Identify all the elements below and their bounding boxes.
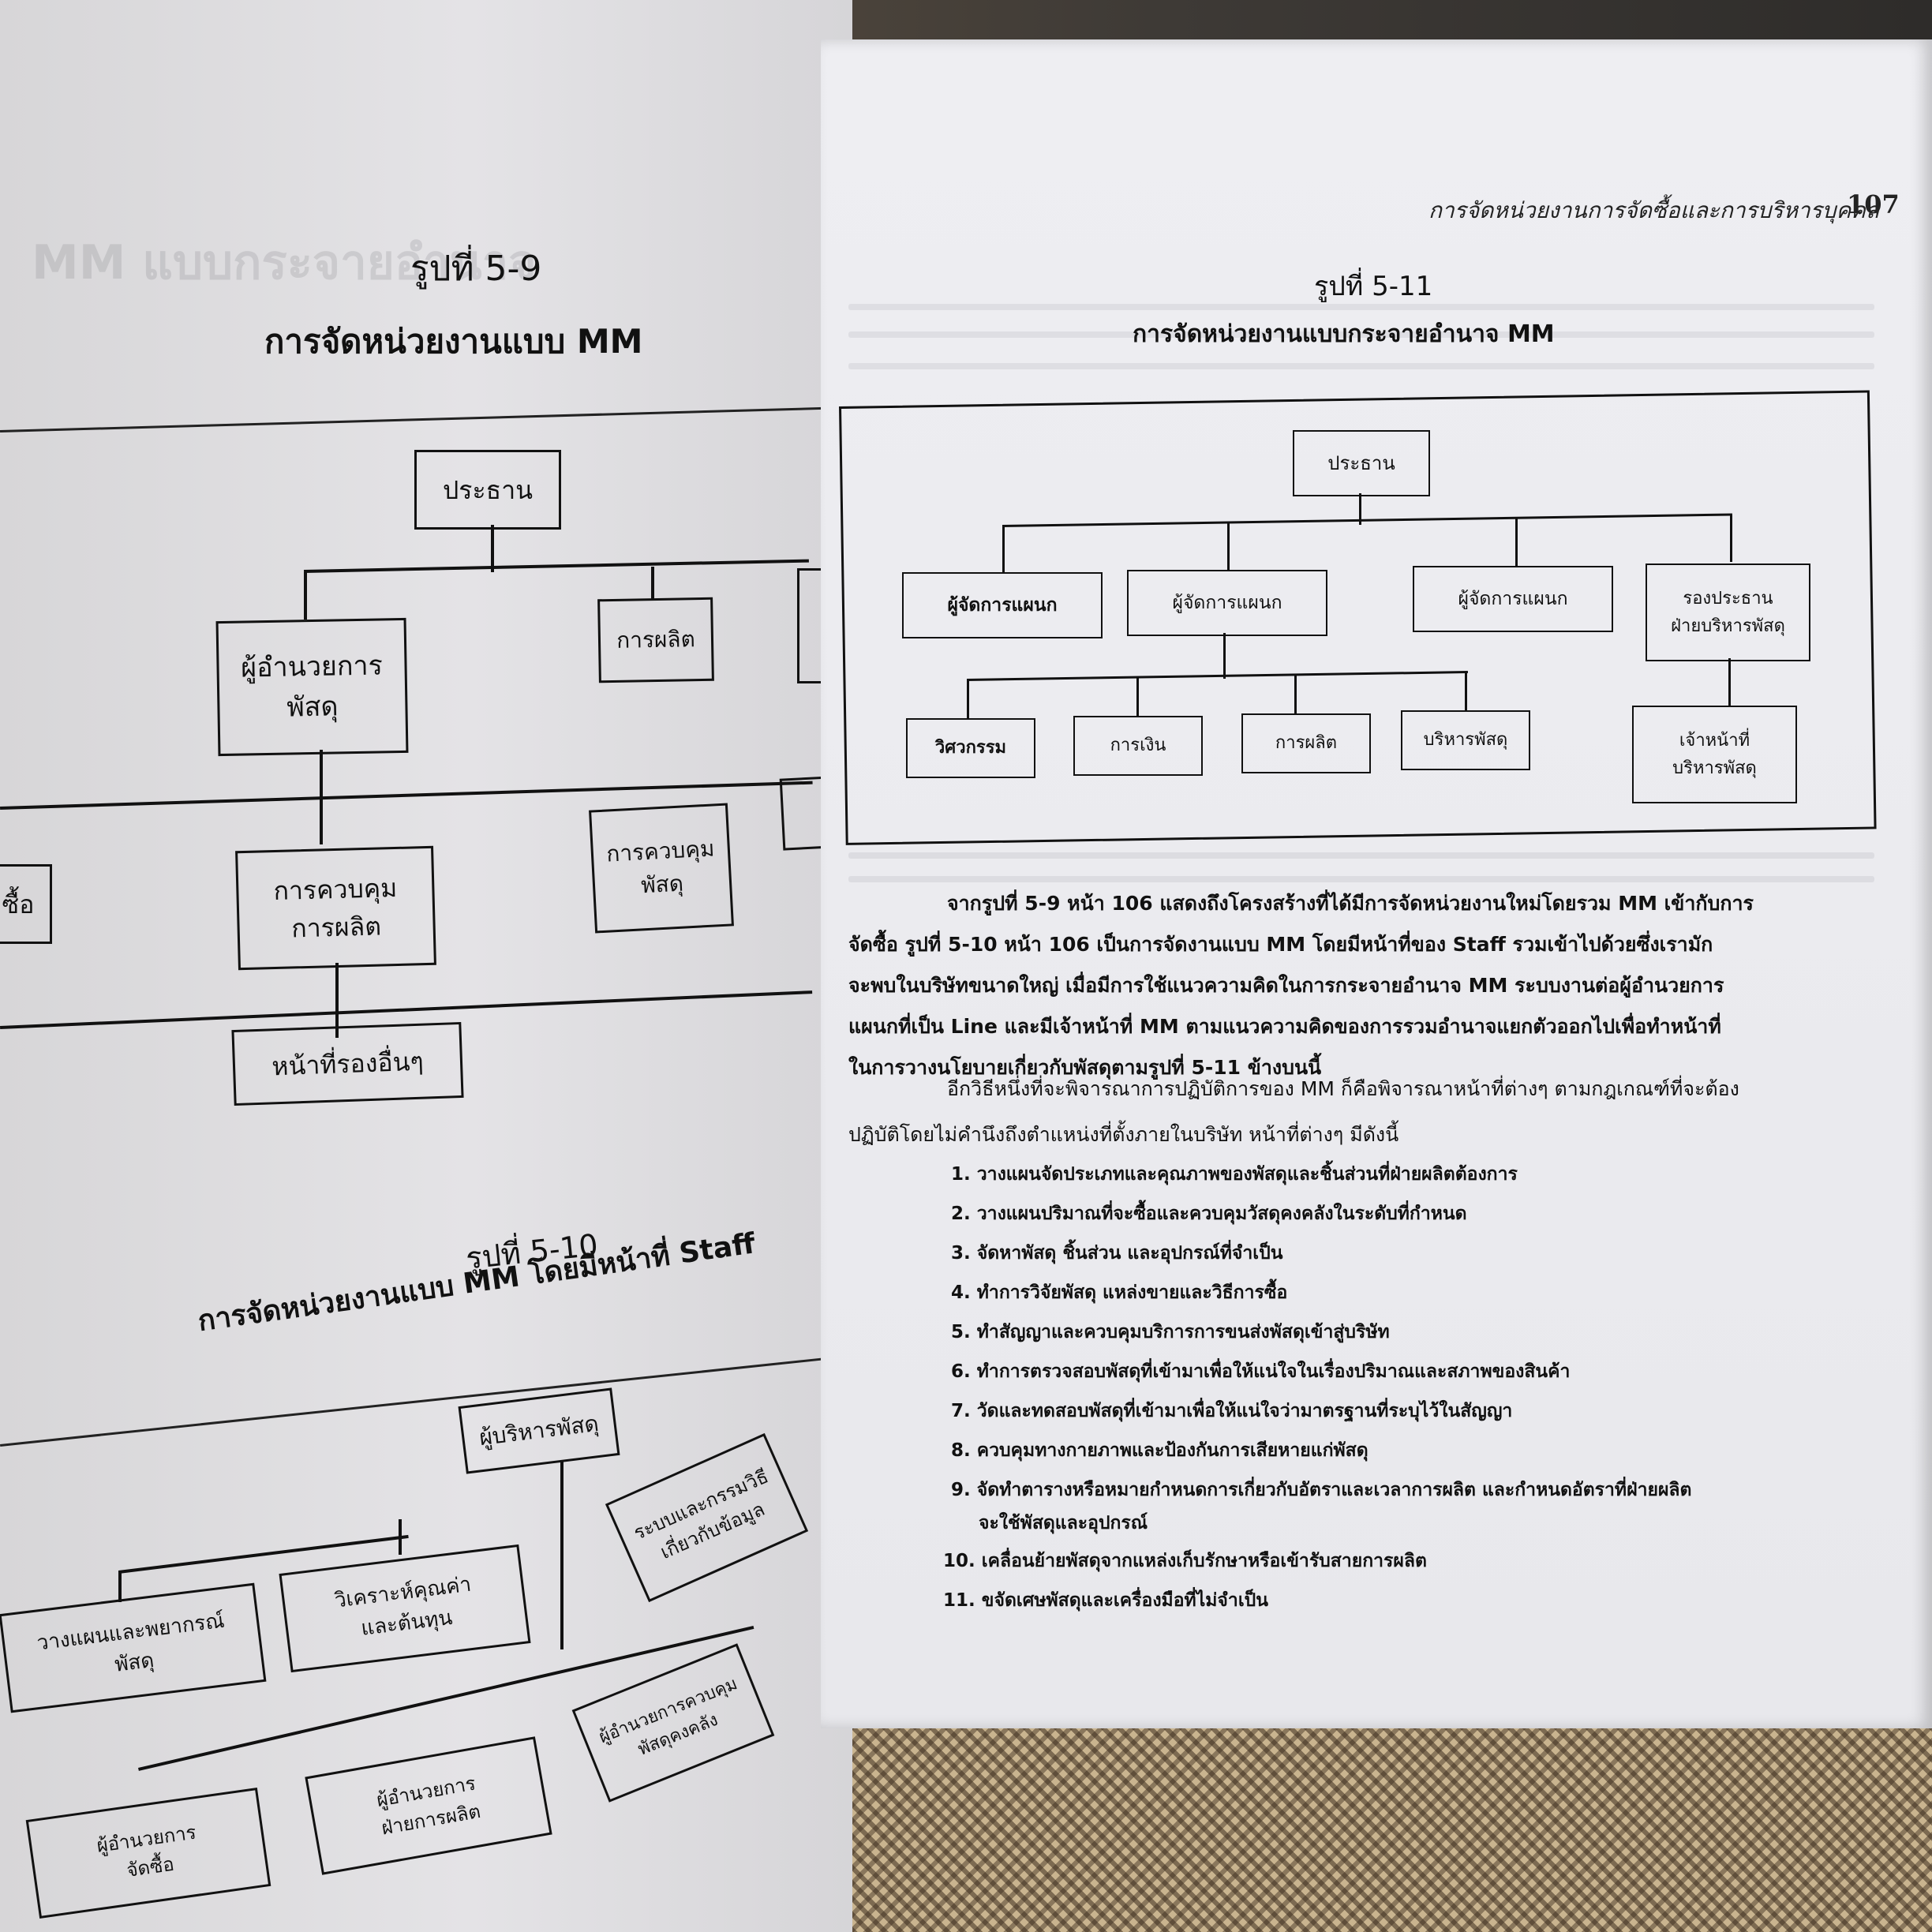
materials-admin-box: บริหารพัสดุ [1401, 710, 1530, 770]
figure-5-9-title: การจัดหน่วยงานแบบ MM [264, 322, 643, 361]
purchasing-partial-box: ซื้อ [0, 864, 52, 944]
connector [967, 679, 969, 718]
list-item: 7. วัดและทดสอบพัสดุที่เข้ามาเพื่อให้แน่ใ… [951, 1401, 1513, 1421]
production-box: การผลิต [597, 597, 714, 683]
production-control-box: การควบคุม การผลิต [235, 845, 436, 971]
bleed-through [848, 331, 1874, 338]
paragraph-2-line: อีกวิธีหนึ่งที่จะพิจารณาการปฏิบัติการของ… [947, 1077, 1739, 1100]
list-item: 2. วางแผนปริมาณที่จะซื้อและควบคุมวัสดุคง… [951, 1204, 1467, 1224]
connector [1515, 519, 1518, 566]
list-item: 8. ควบคุมทางกายภาพและป้องกันการเสียหายแก… [951, 1440, 1368, 1461]
president-box: ประธาน [1293, 430, 1430, 496]
dept-manager-box-1: ผู้จัดการแผนก [902, 572, 1103, 638]
inventory-director-box: ผู้อำนวยการควบคุม พัสดุคงคลัง [571, 1643, 775, 1803]
paragraph-1-line: แผนกที่เป็น Line และมีเจ้าหน้าที่ MM ตาม… [848, 1015, 1721, 1038]
figure-5-9-caption: รูปที่ 5-9 [410, 249, 542, 289]
connector [1294, 674, 1297, 713]
list-item: 5. ทำสัญญาและควบคุมบริการการขนส่งพัสดุเข… [951, 1322, 1390, 1342]
connector [335, 963, 339, 1038]
president-box: ประธาน [414, 450, 561, 530]
connector [1465, 672, 1467, 711]
production-box: การผลิต [1241, 713, 1371, 773]
connector [1359, 493, 1361, 525]
list-item: 10. เคลื่อนย้ายพัสดุจากแหล่งเก็บรักษาหรื… [943, 1551, 1427, 1571]
planning-forecast-box: วางแผนและพยากรณ์ พัสดุ [0, 1582, 267, 1713]
running-header: การจัดหน่วยงานการจัดซื้อและการบริหารบุคค… [1428, 197, 1880, 223]
connector [1002, 525, 1005, 572]
materials-manager-box: ผู้บริหารพัสดุ [458, 1387, 620, 1474]
connector [491, 525, 494, 572]
connector [651, 567, 654, 600]
list-item: 6. ทำการตรวจสอบพัสดุที่เข้ามาเพื่อให้แน่… [951, 1361, 1571, 1382]
connector [1223, 633, 1226, 679]
right-page [821, 39, 1932, 1728]
list-item: จะใช้พัสดุและอุปกรณ์ [979, 1513, 1148, 1533]
list-item: 3. จัดหาพัสดุ ชิ้นส่วน และอุปกรณ์ที่จำเป… [951, 1243, 1283, 1264]
materials-officer-box: เจ้าหน้าที่ บริหารพัสดุ [1632, 706, 1797, 803]
connector [560, 1460, 564, 1649]
bleed-through [848, 304, 1874, 310]
other-duties-box: หน้าที่รองอื่นๆ [231, 1021, 464, 1106]
list-item: 4. ทำการวิจัยพัสดุ แหล่งขายและวิธีการซื้… [951, 1282, 1288, 1303]
list-item: 9. จัดทำตารางหรือหมายกำหนดการเกี่ยวกับอั… [951, 1480, 1692, 1500]
connector [304, 572, 307, 620]
bleed-through [848, 363, 1874, 369]
paragraph-1-line: จัดซื้อ รูปที่ 5-10 หน้า 106 เป็นการจัดง… [848, 933, 1713, 956]
dept-manager-box-2: ผู้จัดการแผนก [1127, 570, 1327, 636]
figure-rule [0, 1357, 833, 1447]
figure-5-11-caption: รูปที่ 5-11 [1314, 271, 1433, 302]
connector [1728, 658, 1731, 706]
connector [1227, 522, 1230, 570]
paragraph-1-line: ในการวางนโยบายเกี่ยวกับพัสดุตามรูปที่ 5-… [848, 1056, 1322, 1079]
list-item: 1. วางแผนจัดประเภทและคุณภาพของพัสดุและชิ… [951, 1164, 1518, 1185]
finance-box: การเงิน [1073, 716, 1203, 776]
connector [1730, 515, 1732, 562]
paragraph-2-line: ปฏิบัติโดยไม่คำนึงถึงตำแหน่งที่ตั้งภายใน… [848, 1123, 1399, 1146]
paragraph-1-line: จากรูปที่ 5-9 หน้า 106 แสดงถึงโครงสร้างท… [947, 892, 1754, 915]
purchasing-director-box: ผู้อำนวยการ จัดซื้อ [25, 1788, 271, 1919]
list-item: 11. ขจัดเศษพัสดุและเครื่องมือที่ไม่จำเป็… [943, 1590, 1269, 1611]
connector [1136, 676, 1139, 716]
vp-materials-box: รองประธาน ฝ่ายบริหารพัสดุ [1646, 564, 1810, 661]
bleed-through-text: MM แบบกระจายอำนาจ [32, 235, 537, 290]
bleed-through [848, 852, 1874, 859]
production-director-box: ผู้อำนวยการ ฝ่ายการผลิต [305, 1736, 552, 1875]
figure-5-11-title: การจัดหน่วยงานแบบกระจายอำนาจ MM [1133, 320, 1555, 348]
materials-director-box: ผู้อำนวยการ พัสดุ [215, 617, 409, 757]
figure-rule [0, 406, 837, 432]
dept-manager-box-3: ผู้จัดการแผนก [1413, 566, 1613, 632]
connector [304, 559, 809, 573]
materials-control-box: การควบคุม พัสดุ [589, 803, 734, 934]
systems-procedures-box: ระบบและกรรมวิธี เกี่ยวกับข้อมูล [605, 1432, 809, 1603]
connector [118, 1571, 122, 1602]
value-analysis-box: วิเคราะห์คุณค่า และต้นทุน [279, 1544, 531, 1673]
left-page: MM แบบกระจายอำนาจ รูปที่ 5-9 การจัดหน่วย… [0, 0, 852, 1932]
bleed-through [848, 876, 1874, 882]
connector [399, 1519, 402, 1555]
paragraph-1-line: จะพบในบริษัทขนาดใหญ่ เมื่อมีการใช้แนวควา… [848, 974, 1724, 997]
page-number: 107 [1847, 189, 1900, 219]
engineering-box: วิศวกรรม [906, 718, 1035, 778]
